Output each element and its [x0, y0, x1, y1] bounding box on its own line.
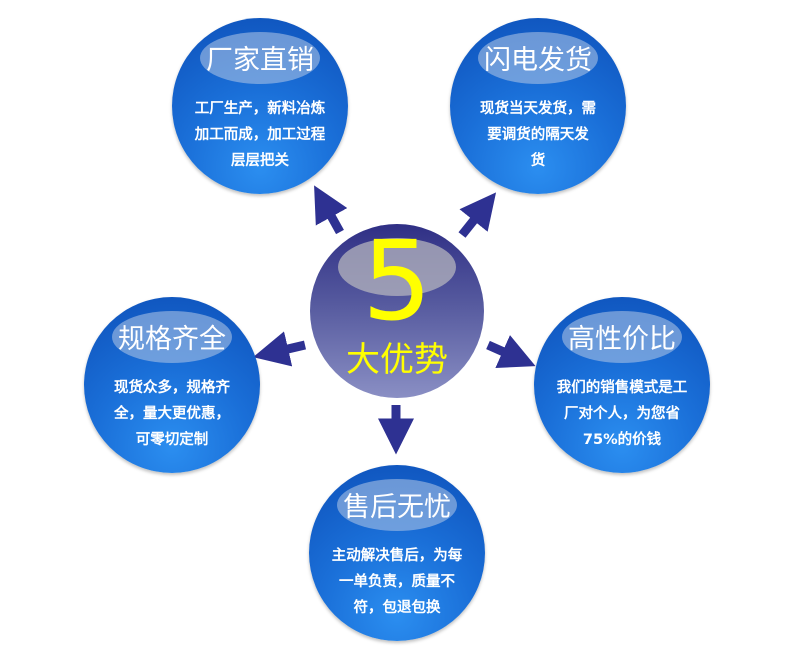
advantage-desc: 现货众多，规格齐全，量大更优惠， 可零切定制	[94, 375, 250, 453]
advantage-circle-full-specs: 规格齐全 现货众多，规格齐全，量大更优惠， 可零切定制	[84, 297, 260, 473]
desc-line: 加工而成，加工过程	[194, 127, 326, 143]
desc-line: 厂对个人，为您省	[564, 406, 680, 422]
advantage-title: 规格齐全	[118, 324, 226, 355]
advantage-circle-direct-sales: 厂家直销 工厂生产，新料冶炼加工而成，加工过程层层把关	[172, 18, 348, 194]
advantage-title: 闪电发货	[484, 45, 592, 76]
desc-line: 要调货的隔天发	[487, 127, 589, 143]
arrow-top-left	[314, 185, 348, 235]
desc-line: 货	[530, 153, 546, 169]
desc-line: 现货众多，规格齐	[114, 380, 230, 396]
highlight	[338, 238, 456, 296]
advantage-desc: 工厂生产，新料冶炼加工而成，加工过程层层把关	[182, 96, 338, 174]
desc-line: 一单负责，质量不	[339, 574, 455, 590]
advantage-circle-value: 高性价比 我们的销售模式是工厂对个人，为您省 75%的价钱	[534, 297, 710, 473]
highlight	[562, 311, 682, 363]
arrow-left	[253, 331, 307, 367]
desc-line: 全，量大更优惠，	[114, 406, 230, 422]
desc-line: 工厂生产，新料冶炼	[194, 101, 326, 117]
arrow-right	[486, 335, 536, 368]
advantage-circle-fast-shipping: 闪电发货 现货当天发货，需要调货的隔天发货	[450, 18, 626, 194]
center-number: 5	[362, 217, 432, 345]
advantage-title: 高性价比	[568, 324, 676, 355]
desc-line: 现货当天发货，需	[480, 101, 596, 117]
center-label: 大优势	[346, 340, 448, 380]
highlight	[478, 32, 598, 84]
highlight	[337, 479, 457, 531]
advantage-title: 售后无忧	[343, 492, 451, 523]
desc-line: 我们的销售模式是工	[556, 380, 688, 396]
desc-line: 符，包退包换	[353, 600, 441, 616]
advantage-circle-after-sales: 售后无忧 主动解决售后，为每一单负责，质量不符，包退包换	[309, 465, 485, 641]
advantage-desc: 主动解决售后，为每一单负责，质量不符，包退包换	[319, 543, 475, 621]
desc-line: 75%的价钱	[582, 432, 662, 448]
advantage-title: 厂家直销	[206, 45, 314, 76]
advantage-desc: 我们的销售模式是工厂对个人，为您省 75%的价钱	[544, 375, 700, 453]
desc-line: 主动解决售后，为每	[331, 548, 463, 564]
center-circle: 5 大优势	[310, 217, 484, 398]
desc-line: 层层把关	[231, 153, 289, 169]
highlight	[112, 311, 232, 363]
highlight	[200, 32, 320, 84]
advantage-desc: 现货当天发货，需要调货的隔天发货	[460, 96, 616, 174]
desc-line: 可零切定制	[135, 432, 209, 448]
arrow-top-right	[458, 192, 497, 238]
